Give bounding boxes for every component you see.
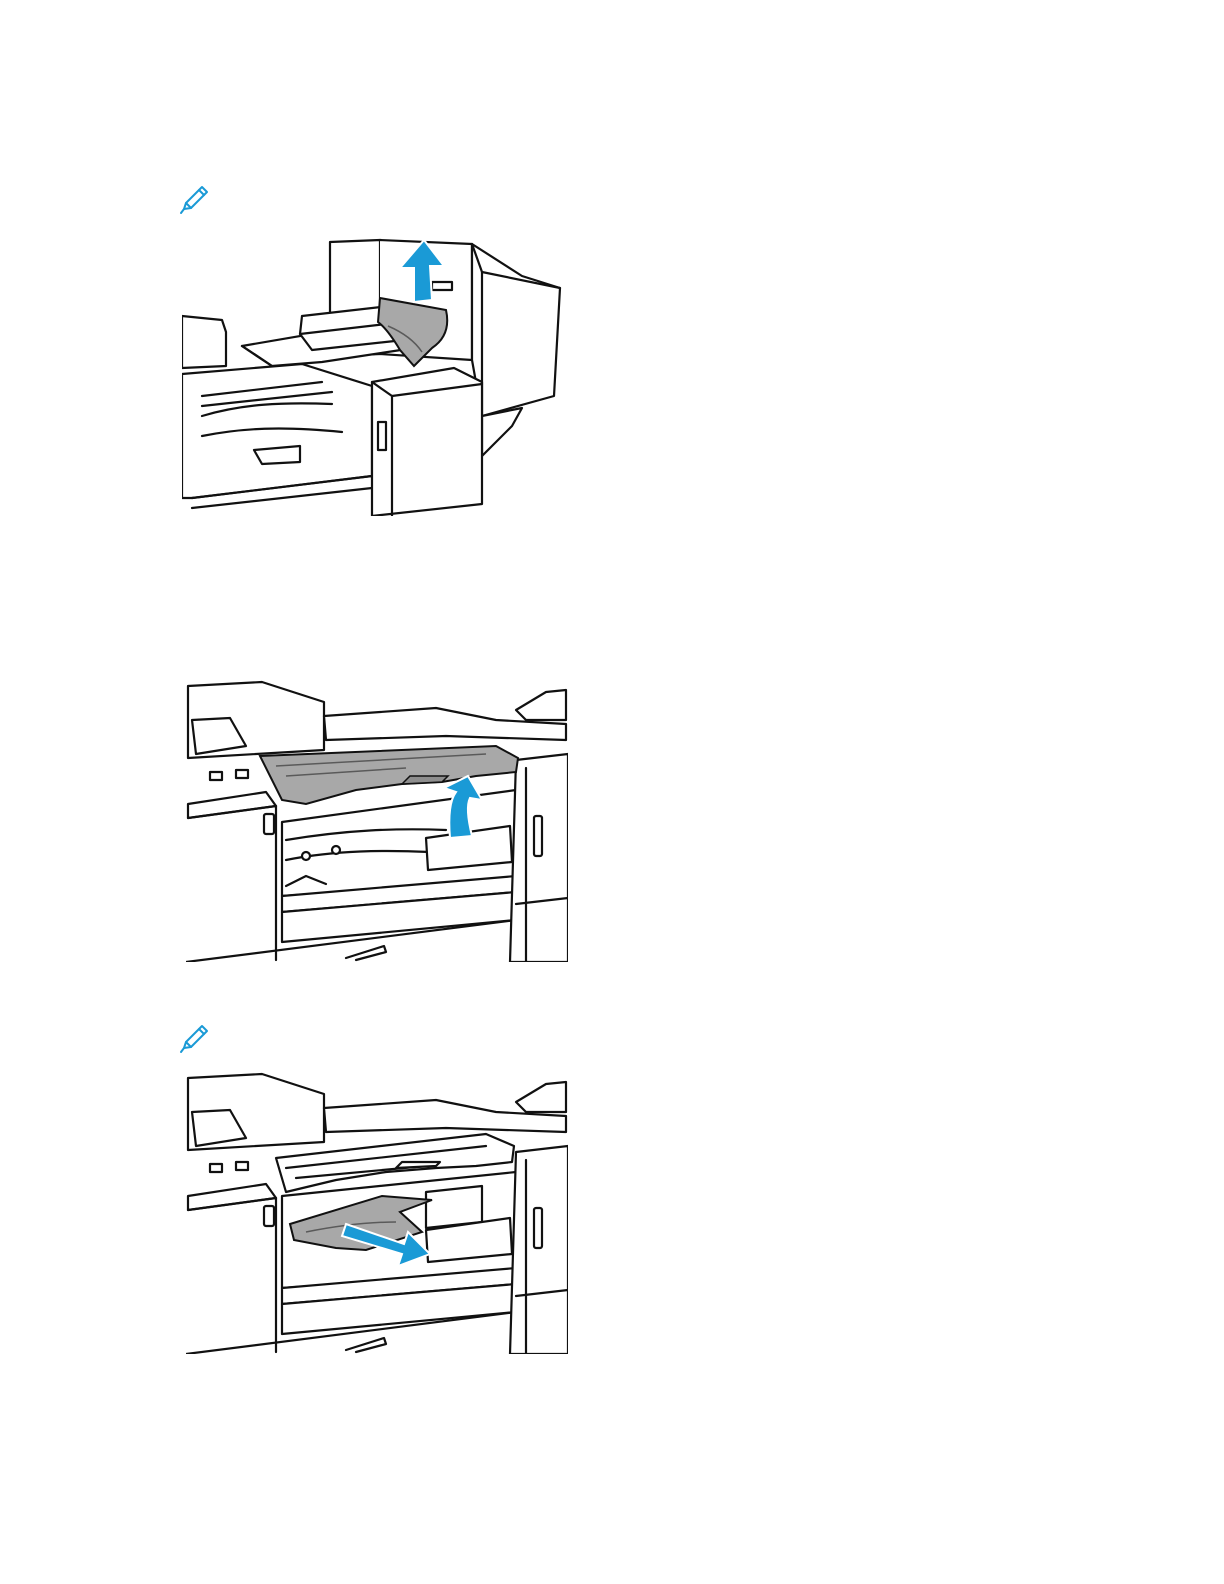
figure-finisher-top-cover — [182, 236, 564, 516]
pencil-icon — [178, 1021, 212, 1055]
note-pencil-icon — [178, 182, 212, 216]
pencil-icon — [178, 182, 212, 216]
note-pencil-icon — [178, 1021, 212, 1055]
figure-center-output-tray-lift — [186, 680, 568, 962]
figure-center-tray-paper-removal — [186, 1072, 568, 1354]
